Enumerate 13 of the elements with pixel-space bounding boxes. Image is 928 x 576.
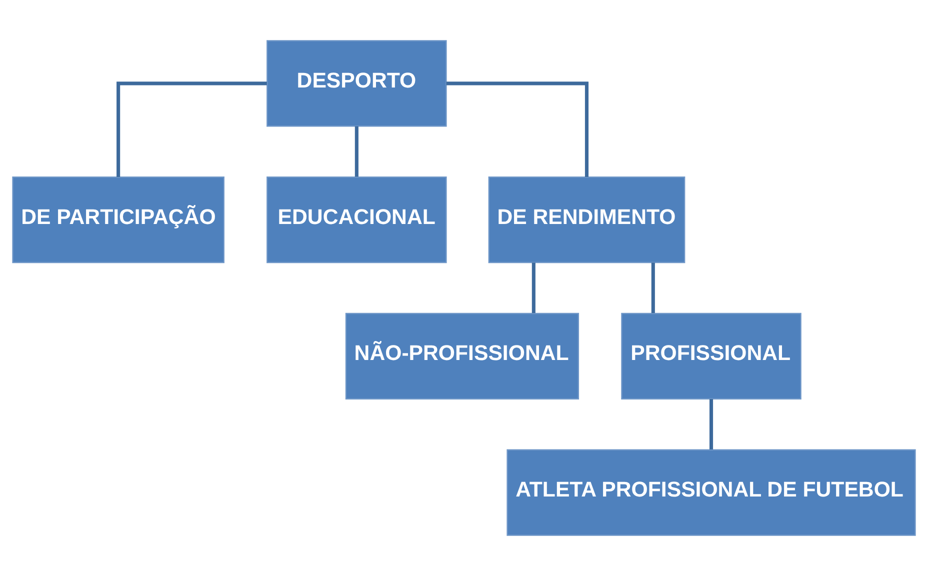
connector: [651, 262, 655, 314]
node-box: DE RENDIMENTO: [488, 176, 686, 264]
connector: [354, 126, 358, 177]
connector: [116, 82, 267, 178]
node-box: PROFISSIONAL: [621, 312, 802, 400]
node-box: DE PARTICIPAÇÃO: [12, 176, 224, 264]
node-box: ATLETA PROFISSIONAL DE FUTEBOL: [506, 449, 916, 536]
connector: [446, 82, 589, 178]
node-box: EDUCACIONAL: [266, 176, 447, 264]
connector: [709, 398, 714, 450]
node-box: DESPORTO: [266, 40, 447, 127]
node-box: NÃO-PROFISSIONAL: [345, 312, 580, 400]
connector: [532, 262, 536, 314]
